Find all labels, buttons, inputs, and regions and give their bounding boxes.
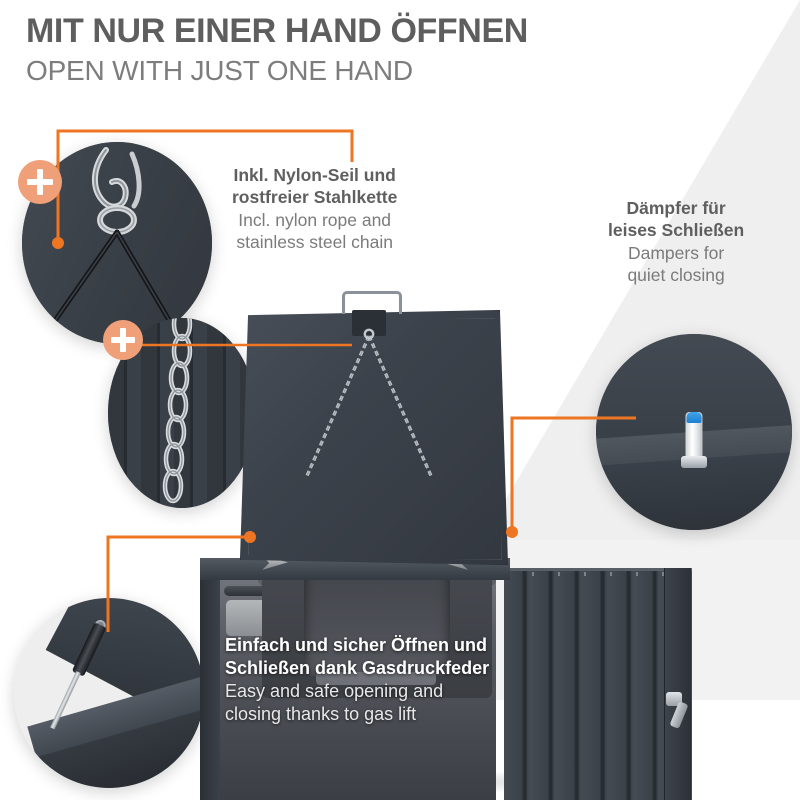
callout-damper-en-2: quiet closing	[627, 265, 725, 286]
product-illustration	[196, 291, 692, 800]
callout-rope-chain: Inkl. Nylon-Seil und rostfreier Stahlket…	[232, 164, 397, 254]
callout-rope-en-2: stainless steel chain	[236, 232, 393, 253]
bin-foot-rail	[316, 672, 436, 685]
lid-chain-bracket	[352, 310, 386, 336]
callout-rope-de-1: Inkl. Nylon-Seil und	[233, 165, 396, 185]
damper-pin-icon	[685, 412, 703, 459]
callout-gas-en-1: Easy and safe opening and	[225, 681, 444, 702]
damper-blue-cap	[686, 412, 702, 424]
open-lid-panel	[240, 310, 508, 565]
callout-gas-de-1: Einfach und sicher Öffnen und	[225, 635, 488, 655]
callout-damper-de-2: leises Schließen	[608, 220, 745, 241]
callout-gas-de-2: Schließen dank Gasdruckfeder	[225, 658, 490, 679]
damper-base-collar	[681, 456, 707, 469]
page-title-de: MIT NUR EINER HAND ÖFFNEN	[26, 12, 528, 50]
door-lock-icon[interactable]	[666, 692, 696, 729]
page-title-en: OPEN WITH JUST ONE HAND	[26, 55, 413, 86]
callout-damper: Dämpfer für leises Schließen Dampers for…	[608, 197, 744, 287]
page-title-block: MIT NUR EINER HAND ÖFFNEN OPEN WITH JUST…	[26, 14, 528, 85]
wall-rivet-row	[506, 572, 690, 576]
zoom-plus-badge-chain[interactable]	[103, 320, 143, 360]
callout-damper-en-1: Dampers for	[627, 242, 725, 263]
retaining-chains-icon	[304, 328, 434, 479]
inset-gas-spring	[14, 598, 204, 788]
lid-handle-icon	[342, 291, 402, 314]
callout-gas-lift: Einfach und sicher Öffnen und Schließen …	[225, 634, 489, 726]
callout-rope-en-1: Incl. nylon rope and	[238, 209, 392, 230]
callout-damper-de-1: Dämpfer für	[626, 198, 726, 218]
callout-gas-en-2: closing thanks to gas lift	[225, 704, 417, 725]
zoom-plus-badge-rope[interactable]	[18, 160, 62, 204]
steel-chain-icon	[162, 318, 193, 504]
door-edge	[664, 568, 691, 800]
ribbed-side-wall	[504, 568, 692, 800]
callout-rope-de-2: rostfreier Stahlkette	[232, 187, 398, 208]
